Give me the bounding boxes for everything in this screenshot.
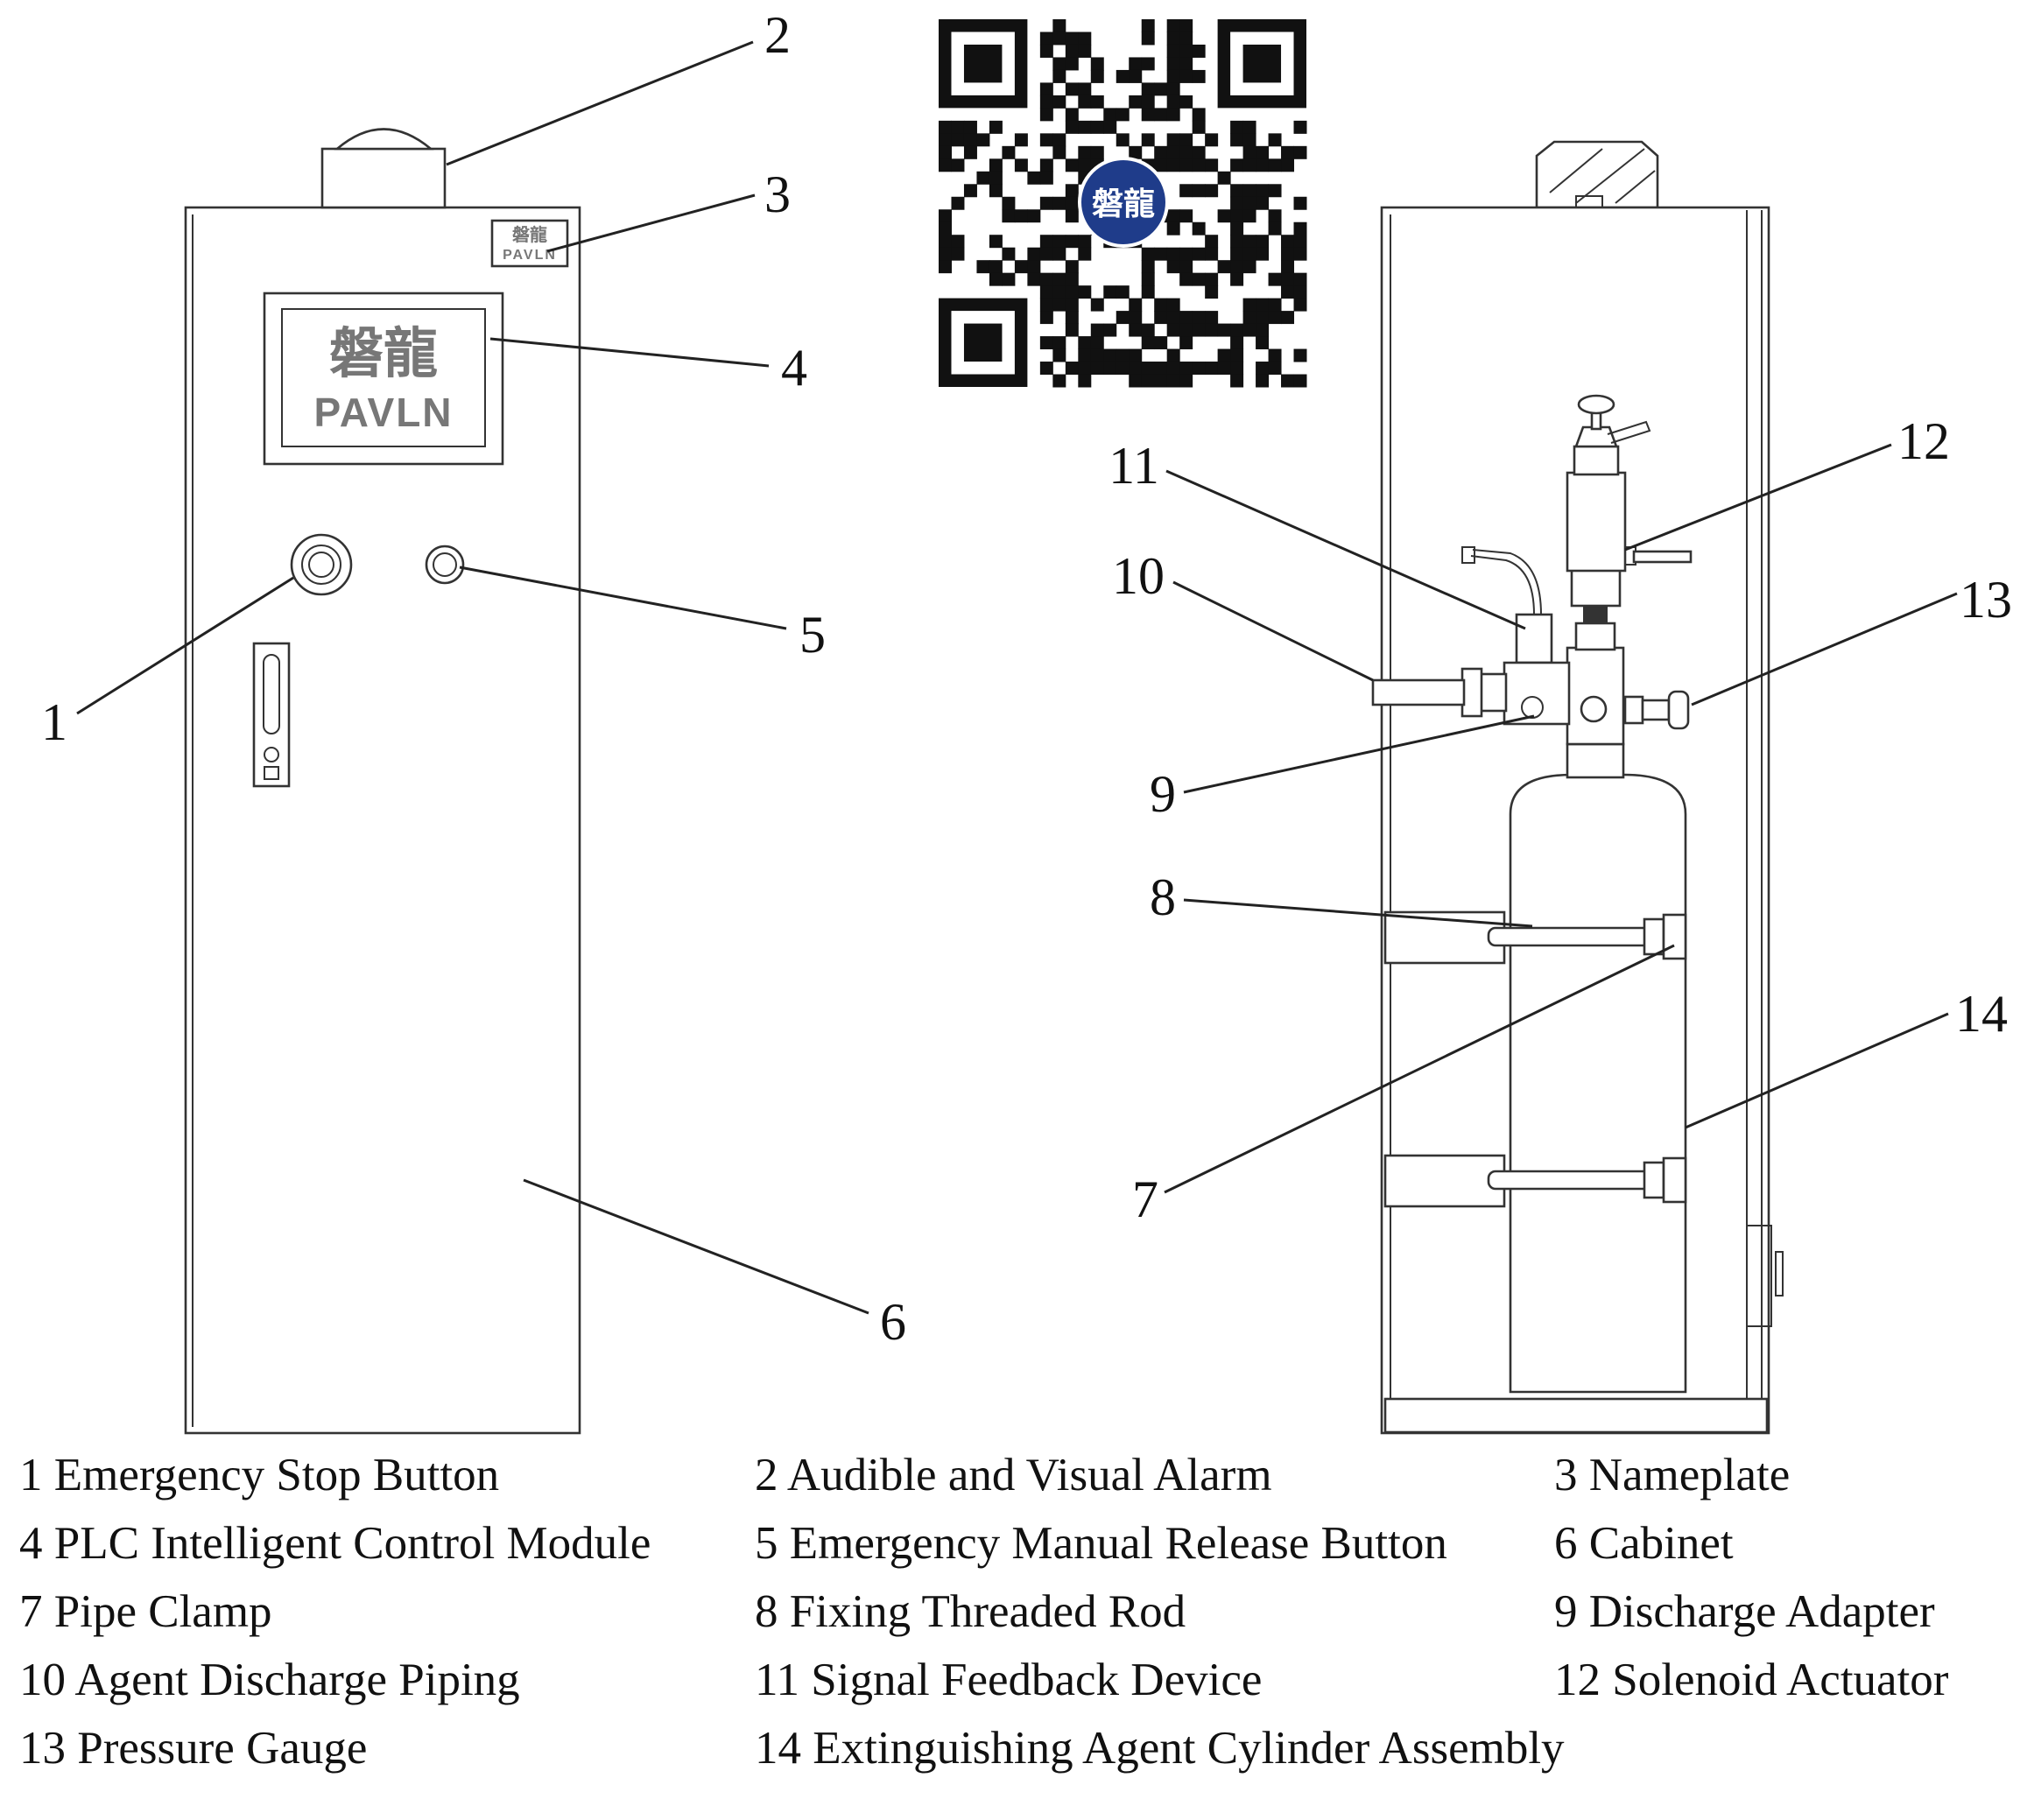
plc-brand-zh: 磐龍 [329, 321, 438, 385]
nameplate-en: PAVLN [503, 248, 557, 263]
callout-14: 14 [1955, 985, 2008, 1043]
section-cabinet [1371, 140, 1784, 1435]
callout-10: 10 [1112, 547, 1165, 605]
qr-logo-text: 磐龍 [1092, 186, 1155, 222]
callout-11: 11 [1109, 437, 1159, 495]
bracket-lower [1383, 1154, 1506, 1208]
callout-3: 3 [764, 165, 791, 223]
legend-item-4: 4 PLC Intelligent Control Module [19, 1518, 651, 1569]
door-handle [252, 642, 291, 788]
alarm-base [320, 147, 447, 209]
callout-12: 12 [1897, 412, 1950, 470]
nameplate-zh: 磐龍 [512, 224, 547, 245]
legend-item-11: 11 Signal Feedback Device [755, 1655, 1263, 1705]
callout-7: 7 [1132, 1170, 1158, 1228]
legend-item-12: 12 Solenoid Actuator [1554, 1655, 1949, 1705]
legend-item-14: 14 Extinguishing Agent Cylinder Assembly [755, 1723, 1565, 1774]
callout-4: 4 [781, 339, 807, 397]
alarm-section [1535, 140, 1659, 209]
callout-8: 8 [1150, 868, 1176, 926]
legend-item-6: 6 Cabinet [1554, 1518, 1734, 1569]
callout-13: 13 [1960, 571, 2012, 629]
pipe-clamp-lower [1662, 1156, 1687, 1204]
emergency-stop-button [290, 533, 353, 596]
nameplate [490, 219, 569, 268]
legend-item-3: 3 Nameplate [1554, 1450, 1791, 1500]
qr-code: 磐龍 [939, 19, 1307, 388]
pipe-clamp-upper [1662, 913, 1687, 960]
legend-item-8: 8 Fixing Threaded Rod [755, 1586, 1186, 1637]
agent-cylinder [1509, 773, 1687, 1394]
parts-legend: 1 Emergency Stop Button 2 Audible and Vis… [0, 1449, 2020, 1816]
alarm-dome [334, 128, 434, 151]
solenoid-actuator [1566, 471, 1627, 573]
pressure-gauge [1667, 690, 1690, 730]
manual-release-button [425, 545, 465, 585]
qr-logo-badge [1080, 158, 1167, 246]
callout-5: 5 [799, 606, 826, 664]
callout-9: 9 [1150, 765, 1176, 823]
cabinet-base [1383, 1397, 1769, 1434]
legend-item-9: 9 Discharge Adapter [1554, 1586, 1935, 1637]
front-cabinet: 磐龍 PAVLN 磐龍 PAVLN [184, 128, 581, 1435]
discharge-adapter [1503, 661, 1571, 726]
callout-2: 2 [764, 6, 791, 64]
legend-item-7: 7 Pipe Clamp [19, 1586, 272, 1637]
callout-numbers: 1 2 3 4 5 6 7 8 9 10 11 12 13 14 [41, 6, 2012, 1351]
threaded-rod-lower [1487, 1170, 1661, 1191]
legend-item-10: 10 Agent Discharge Piping [19, 1655, 520, 1705]
plc-module [263, 292, 504, 466]
plc-screen [281, 308, 486, 447]
legend-item-1: 1 Emergency Stop Button [19, 1450, 500, 1500]
leader-lines [76, 40, 1958, 1315]
legend-item-2: 2 Audible and Visual Alarm [755, 1450, 1272, 1500]
legend-item-13: 13 Pressure Gauge [19, 1723, 368, 1774]
callout-6: 6 [880, 1293, 906, 1351]
signal-feedback-device [1515, 613, 1553, 664]
plc-brand-en: PAVLN [313, 390, 453, 435]
callout-1: 1 [41, 693, 67, 751]
discharge-pipe [1371, 678, 1466, 706]
threaded-rod-upper [1487, 926, 1661, 947]
legend-item-5: 5 Emergency Manual Release Button [755, 1518, 1447, 1569]
